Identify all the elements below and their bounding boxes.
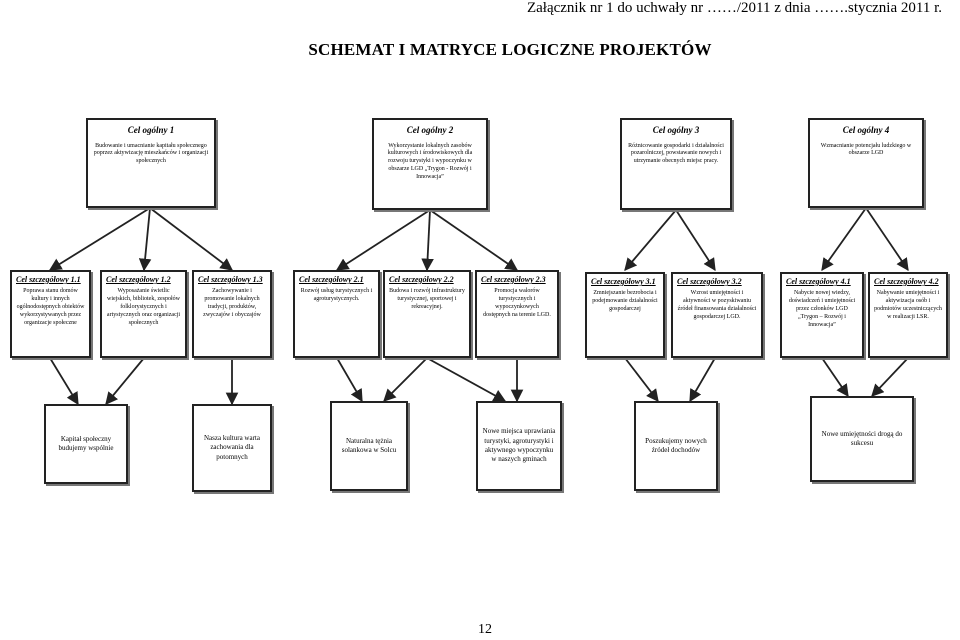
specific-goal-text: Budowa i rozwój infrastruktury turystycz… [389,288,465,310]
connector-g4-s41 [821,207,867,272]
specific-goal-text: Nabycie nowej wiedzy, doświadczeń i umie… [788,290,856,328]
specific-goal-1-1: Cel szczegółowy 1.1 Poprawa stanu domów … [10,270,91,358]
connector-g4-s42 [865,207,909,272]
specific-goal-label: Cel szczegółowy 1.3 [198,275,263,284]
connector-s22-r3 [383,357,428,402]
general-goal-text: Wykorzystanie lokalnych zasobów kulturow… [387,142,473,180]
specific-goal-3-1: Cel szczegółowy 3.1 Zmniejszanie bezrobo… [585,272,665,358]
result-text: Nowe miejsca uprawiania turystyki, agrot… [482,427,556,464]
specific-goal-label: Cel szczegółowy 1.1 [16,275,81,284]
result-text: Poszukujemy nowych źródeł dochodów [645,436,707,454]
specific-goal-label: Cel szczegółowy 4.2 [874,277,939,286]
specific-goal-4-1: Cel szczegółowy 4.1 Nabycie nowej wiedzy… [780,272,864,358]
result-text: Nowe umiejętności drogą do sukcesu [821,429,903,447]
specific-goal-text: Poprawa stanu domów kultury i innych ogó… [16,288,85,326]
result-box-5: Poszukujemy nowych źródeł dochodów [634,401,718,491]
specific-goal-2-3: Cel szczegółowy 2.3 Promocja walorów tur… [475,270,559,358]
specific-goal-label: Cel szczegółowy 2.3 [481,275,546,284]
specific-goal-text: Zmniejszanie bezrobocia i podejmowanie d… [592,290,658,312]
connector-g3-s32 [675,209,716,272]
general-goal-label: Cel ogólny 3 [652,125,700,135]
result-box-2: Nasza kultura warta zachowania dla potom… [192,404,272,492]
general-goal-3: Cel ogólny 3 Różnicowanie gospodarki i d… [620,118,732,210]
specific-goal-text: Wzrost umiejętności i aktywności w pozys… [677,290,757,320]
specific-goal-label: Cel szczegółowy 2.2 [389,275,454,284]
general-goal-text: Różnicowanie gospodarki i działalności p… [628,142,724,165]
specific-goal-text: Promocja walorów turystycznych i wypoczy… [483,288,551,318]
general-goal-label: Cel ogólny 2 [406,125,454,135]
connector-s12-r1 [105,357,145,405]
page-number: 12 [478,622,492,637]
specific-goal-text: Zachowywanie i promowanie lokalnych trad… [203,288,261,318]
general-goal-label: Cel ogólny 4 [842,125,890,135]
document-header: Załącznik nr 1 do uchwały nr ……/2011 z d… [526,0,942,16]
connector-s21-r3 [336,357,363,403]
specific-goal-1-3: Cel szczegółowy 1.3 Zachowywanie i promo… [192,270,272,358]
result-box-6: Nowe umiejętności drogą do sukcesu [810,396,914,482]
general-goal-text: Wzmacnianie potencjału ludzkiego w obsza… [820,142,912,157]
specific-goal-2-2: Cel szczegółowy 2.2 Budowa i rozwój infr… [383,270,471,358]
specific-goal-label: Cel szczegółowy 3.2 [677,277,742,286]
specific-goal-label: Cel szczegółowy 1.2 [106,275,171,284]
connector-g1-s12 [138,207,152,272]
specific-goal-label: Cel szczegółowy 4.1 [786,277,851,286]
specific-goal-1-2: Cel szczegółowy 1.2 Wyposażanie świetlic… [100,270,187,358]
connector-s22-r4 [426,357,507,402]
specific-goal-label: Cel szczegółowy 2.1 [299,275,364,284]
connector-g1-s11 [48,207,151,271]
result-text: Nasza kultura warta zachowania dla potom… [204,433,260,461]
specific-goal-2-1: Cel szczegółowy 2.1 Rozwój usług turysty… [293,270,380,358]
page-title: SCHEMAT I MATRYCE LOGICZNE PROJEKTÓW [308,40,712,59]
connector-g2-s23 [429,209,519,271]
result-box-3: Naturalna tężnia solankowa w Solcu [330,401,408,491]
result-text: Kapitał społeczny budujemy wspólnie [58,434,114,452]
connector-s31-r5 [624,357,659,402]
general-goal-2: Cel ogólny 2 Wykorzystanie lokalnych zas… [372,118,488,210]
general-goal-1: Cel ogólny 1 Budowanie i umacnianie kapi… [86,118,216,208]
general-goal-label: Cel ogólny 1 [127,125,175,135]
connector-g2-s22 [421,209,434,272]
connector-s32-r5 [689,357,716,403]
specific-goal-text: Wyposażanie świetlic wiejskich, bibliote… [106,288,181,326]
result-box-4: Nowe miejsca uprawiania turystyki, agrot… [476,401,562,491]
connector-g1-s13 [149,207,234,271]
result-text: Naturalna tężnia solankowa w Solcu [341,436,397,454]
connector-g2-s21 [335,209,431,271]
specific-goal-4-2: Cel szczegółowy 4.2 Nabywanie umiejętnoś… [868,272,948,358]
connector-s42-r6 [871,357,909,397]
specific-goal-text: Nabywanie umiejętności i aktywizacja osó… [874,290,942,320]
connector-s11-r1 [49,357,79,406]
connector-s41-r6 [821,357,849,398]
connector-g3-s31 [624,209,677,271]
specific-goal-text: Rozwój usług turystycznych i agroturysty… [300,288,373,303]
general-goal-4: Cel ogólny 4 Wzmacnianie potencjału ludz… [808,118,924,208]
specific-goal-label: Cel szczegółowy 3.1 [591,277,656,286]
general-goal-text: Budowanie i umacnianie kapitału społeczn… [93,142,209,165]
result-box-1: Kapitał społeczny budujemy wspólnie [44,404,128,484]
specific-goal-3-2: Cel szczegółowy 3.2 Wzrost umiejętności … [671,272,763,358]
